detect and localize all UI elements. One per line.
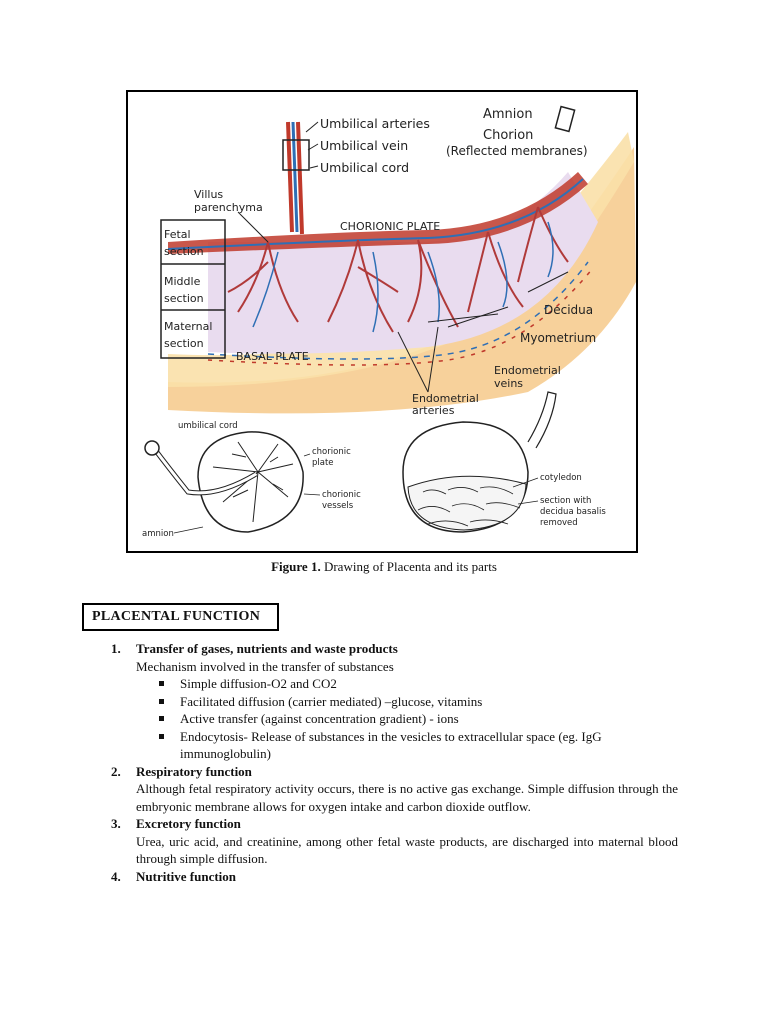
item-title: Nutritive function [136,868,678,886]
small-label-cotyledon: cotyledon [540,473,582,483]
label-reflected-membranes: (Reflected membranes) [446,144,588,158]
label-basal-plate: BASAL PLATE [236,350,309,363]
small-label-chorionic-vessels-2: vessels [322,501,354,511]
item-title: Excretory function [136,815,678,833]
list-item-2: 2. Respiratory function Although fetal r… [111,763,678,816]
small-label-chorionic-vessels: chorionic [322,490,361,500]
item-number: 2. [111,763,121,781]
label-maternal-section: section [164,337,204,350]
label-maternal: Maternal [164,320,212,333]
label-middle: Middle [164,275,201,288]
small-label-chorionic-plate-2: plate [312,458,334,468]
bullet-item: Endocytosis- Release of substances in th… [156,728,678,763]
bullet-item: Active transfer (against concentration g… [156,710,678,728]
function-list: 1. Transfer of gases, nutrients and wast… [111,640,678,885]
label-endometrial-arteries-2: arteries [412,404,455,417]
list-item-4: 4. Nutritive function [111,868,678,886]
item-number: 1. [111,640,121,658]
item-title: Respiratory function [136,763,678,781]
small-placenta-fetal-side [198,432,303,532]
item-number: 4. [111,868,121,886]
label-chorionic-plate: CHORIONIC PLATE [340,220,440,233]
item-intro: Mechanism involved in the transfer of su… [136,658,678,676]
item-text: Urea, uric acid, and creatinine, among o… [136,833,678,868]
caption-label: Figure 1. [271,559,321,574]
label-chorion: Chorion [483,128,533,143]
placenta-drawing: Amnion Chorion (Reflected membranes) Umb… [128,92,636,551]
label-decidua: Decidua [544,303,593,317]
list-item-1: 1. Transfer of gases, nutrients and wast… [111,640,678,763]
label-umbilical-arteries: Umbilical arteries [320,116,430,131]
small-label-umbilical-cord: umbilical cord [178,421,238,431]
small-label-amnion: amnion [142,529,174,539]
list-item-3: 3. Excretory function Urea, uric acid, a… [111,815,678,868]
small-label-section-with-2: decidua basalis [540,507,606,517]
figure-caption: Figure 1. Drawing of Placenta and its pa… [0,559,768,575]
placenta-figure: Amnion Chorion (Reflected membranes) Umb… [126,90,638,553]
caption-text: Drawing of Placenta and its parts [321,559,497,574]
label-umbilical-cord: Umbilical cord [320,160,409,175]
label-fetal: Fetal [164,228,191,241]
small-label-section-with-3: removed [540,518,578,528]
bullet-item: Simple diffusion-O2 and CO2 [156,675,678,693]
label-fetal-section: section [164,245,204,258]
label-parenchyma: parenchyma [194,201,263,214]
label-umbilical-vein: Umbilical vein [320,138,408,153]
label-amnion: Amnion [483,107,533,122]
label-middle-section: section [164,292,204,305]
section-heading: PLACENTAL FUNCTION [82,603,279,631]
label-villus: Villus [194,188,223,201]
item-title: Transfer of gases, nutrients and waste p… [136,640,678,658]
small-label-chorionic-plate: chorionic [312,447,351,457]
bullet-item: Facilitated diffusion (carrier mediated)… [156,693,678,711]
label-endometrial-veins-2: veins [494,377,523,390]
label-endometrial-veins: Endometrial [494,364,561,377]
item-number: 3. [111,815,121,833]
small-label-section-with: section with [540,496,591,506]
bullet-list: Simple diffusion-O2 and CO2 Facilitated … [136,675,678,763]
item-text: Although fetal respiratory activity occu… [136,780,678,815]
label-myometrium: Myometrium [520,331,596,345]
